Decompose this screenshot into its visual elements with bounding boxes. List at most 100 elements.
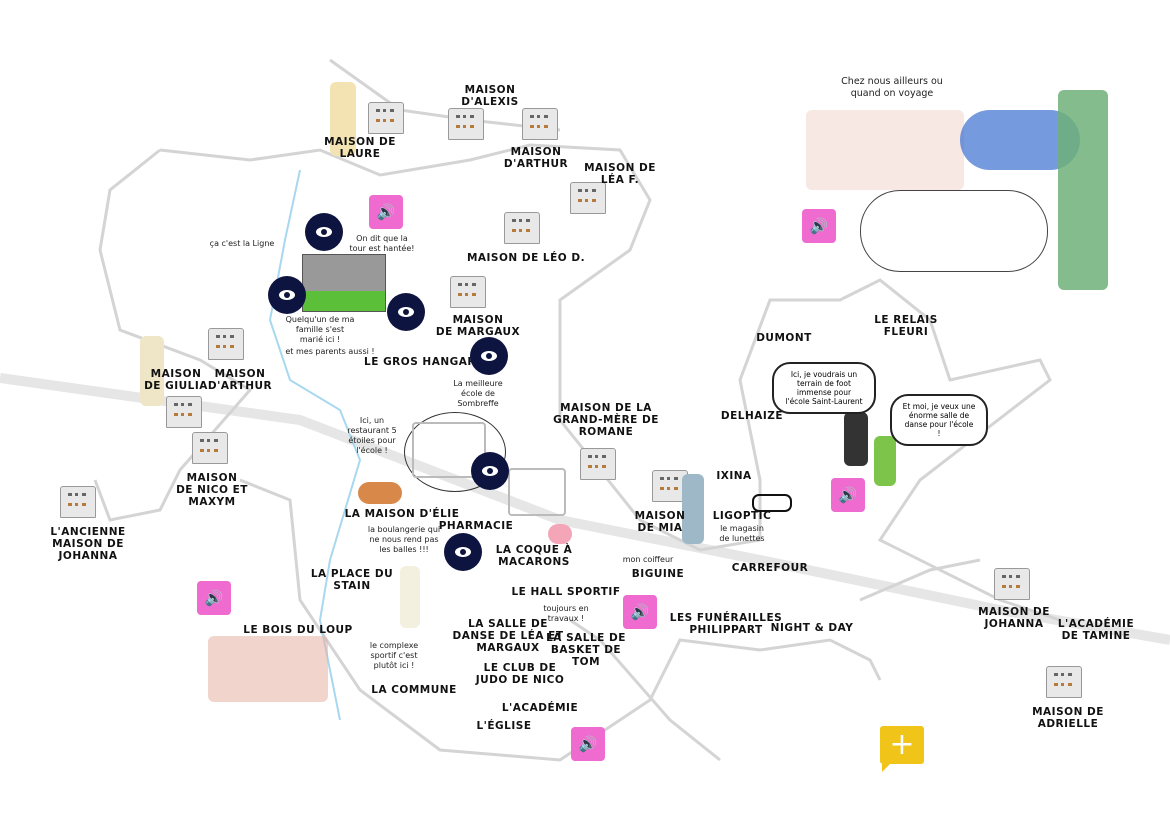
note-boulangerie: la boulangerie qui ne nous rend pas les …: [367, 525, 441, 554]
label-maison-giulia: MAISON DE GIULIA: [144, 368, 208, 392]
label-funerailles: LES FUNÉRAILLES PHILIPPART: [669, 612, 783, 636]
speaker-icon: 🔊: [809, 217, 829, 235]
label-maison-laure: MAISON DE LAURE: [324, 136, 396, 160]
label-place-stain: LA PLACE DU STAIN: [310, 568, 394, 592]
house-icon: [450, 276, 486, 308]
house-icon: [368, 102, 404, 134]
note-travaux: toujours en travaux !: [543, 604, 589, 623]
ball-bread-drawing: [358, 482, 402, 504]
label-maison-lea: MAISON DE LÉA F.: [584, 162, 656, 186]
speaker-icon: 🔊: [838, 486, 858, 504]
speech-bubble-danse: Et moi, je veux une énorme salle de dans…: [890, 394, 988, 446]
label-academie: L'ACADÉMIE: [501, 702, 579, 714]
child-drawing: [874, 436, 896, 486]
speaker-icon: 🔊: [204, 589, 224, 607]
house-icon: [570, 182, 606, 214]
label-night-day: NIGHT & DAY: [770, 622, 854, 634]
speaker-icon: 🔊: [376, 203, 396, 221]
house-icon: [60, 486, 96, 518]
note-lunettes: le magasin de lunettes: [719, 524, 765, 543]
label-relais-fleuri: LE RELAIS FLEURI: [874, 314, 938, 338]
label-dumont: DUMONT: [756, 332, 812, 344]
label-academie-tamine: L'ACADÉMIE DE TAMINE: [1057, 618, 1135, 642]
school-circle: [404, 412, 506, 492]
school-illustration: [412, 422, 486, 478]
speaker-icon: 🔊: [630, 603, 650, 621]
eye-icon: [455, 547, 471, 557]
view-photo-button[interactable]: [268, 276, 306, 314]
house-icon: [208, 328, 244, 360]
label-maison-nico: MAISON DE NICO ET MAXYM: [176, 472, 248, 508]
note-marie: Quelqu'un de ma famille s'est marié ici …: [285, 315, 355, 344]
note-ailleurs: Chez nous ailleurs ou quand on voyage: [841, 76, 943, 99]
label-maison-arthur-top: MAISON D'ARTHUR: [503, 146, 569, 170]
house-icon: [1046, 666, 1082, 698]
note-complexe: le complexe sportif c'est plutôt ici !: [369, 641, 419, 670]
school-building-icon: [508, 468, 566, 516]
label-club-judo: LE CLUB DE JUDO DE NICO: [475, 662, 565, 686]
label-ancienne-johanna: L'ANCIENNE MAISON DE JOHANNA: [50, 526, 126, 562]
plus-icon: +: [889, 727, 915, 762]
house-icon: [192, 432, 228, 464]
label-maison-alexis: MAISON D'ALEXIS: [461, 84, 519, 108]
football-players-drawing: [208, 636, 328, 702]
label-salle-danse: LA SALLE DE DANSE DE LÉA ET MARGAUX: [452, 618, 564, 654]
macaron-drawing: [548, 524, 572, 544]
note-coiffeur: mon coiffeur: [622, 555, 674, 564]
child-drawing: [140, 336, 164, 406]
eye-icon: [482, 466, 498, 476]
play-audio-button[interactable]: 🔊: [623, 595, 657, 629]
child-drawing: [682, 474, 704, 544]
eye-icon: [316, 227, 332, 237]
label-salle-basket: LA SALLE DE BASKET DE TOM: [546, 632, 626, 668]
child-drawing: [844, 412, 868, 466]
speaker-icon: 🔊: [578, 735, 598, 753]
label-hall-sportif: LE HALL SPORTIF: [511, 586, 621, 598]
play-audio-button[interactable]: 🔊: [571, 727, 605, 761]
view-photo-button[interactable]: [305, 213, 343, 251]
house-icon: [166, 396, 202, 428]
label-eglise: L'ÉGLISE: [476, 720, 532, 732]
eye-icon: [279, 290, 295, 300]
label-gros-hangar: LE GROS HANGAR: [364, 356, 476, 368]
label-maison-leo: MAISON DE LÉO D.: [466, 252, 586, 264]
label-bois-loup: LE BOIS DU LOUP: [243, 624, 353, 636]
play-audio-button[interactable]: 🔊: [369, 195, 403, 229]
castle-illustration: [302, 254, 386, 312]
view-photo-button[interactable]: [471, 452, 509, 490]
play-audio-button[interactable]: 🔊: [831, 478, 865, 512]
house-icon: [504, 212, 540, 244]
speech-bubble-foot: Ici, je voudrais un terrain de foot imme…: [772, 362, 876, 414]
label-maison-arthur: MAISON D'ARTHUR: [207, 368, 273, 392]
label-biguine: BIGUINE: [631, 568, 685, 580]
house-icon: [522, 108, 558, 140]
child-drawing: [400, 566, 420, 628]
view-photo-button[interactable]: [387, 293, 425, 331]
label-grand-mere-romane: MAISON DE LA GRAND-MÈRE DE ROMANE: [553, 402, 659, 438]
view-photo-button[interactable]: [444, 533, 482, 571]
add-comment-button[interactable]: +: [880, 726, 924, 772]
label-maison-adrielle: MAISON DE ADRIELLE: [1032, 706, 1104, 730]
note-parents: et mes parents aussi !: [285, 347, 375, 356]
house-icon: [994, 568, 1030, 600]
label-delhaize: DELHAIZE: [720, 410, 784, 422]
label-coque-macarons: LA COQUE À MACARONS: [495, 544, 573, 568]
label-commune: LA COMMUNE: [371, 684, 457, 696]
label-ligoptic: LIGOPTIC: [712, 510, 772, 522]
play-audio-button[interactable]: 🔊: [197, 581, 231, 615]
play-audio-button[interactable]: 🔊: [802, 209, 836, 243]
note-ligne: ça c'est la Ligne: [209, 239, 275, 248]
label-carrefour: CARREFOUR: [731, 562, 809, 574]
statue-of-liberty-drawing: [1058, 90, 1108, 290]
glasses-drawing: [752, 494, 792, 512]
eye-icon: [481, 351, 497, 361]
airplane-drawing: [860, 190, 1048, 272]
view-photo-button[interactable]: [470, 337, 508, 375]
label-maison-johanna: MAISON DE JOHANNA: [978, 606, 1050, 630]
label-maison-margaux: MAISON DE MARGAUX: [435, 314, 521, 338]
note-restaurant: Ici, un restaurant 5 étoiles pour l'écol…: [347, 416, 397, 455]
label-maison-elie: LA MAISON D'ÉLIE: [344, 508, 460, 520]
family-travel-drawing: [806, 110, 964, 190]
label-ixina: IXINA: [716, 470, 752, 482]
